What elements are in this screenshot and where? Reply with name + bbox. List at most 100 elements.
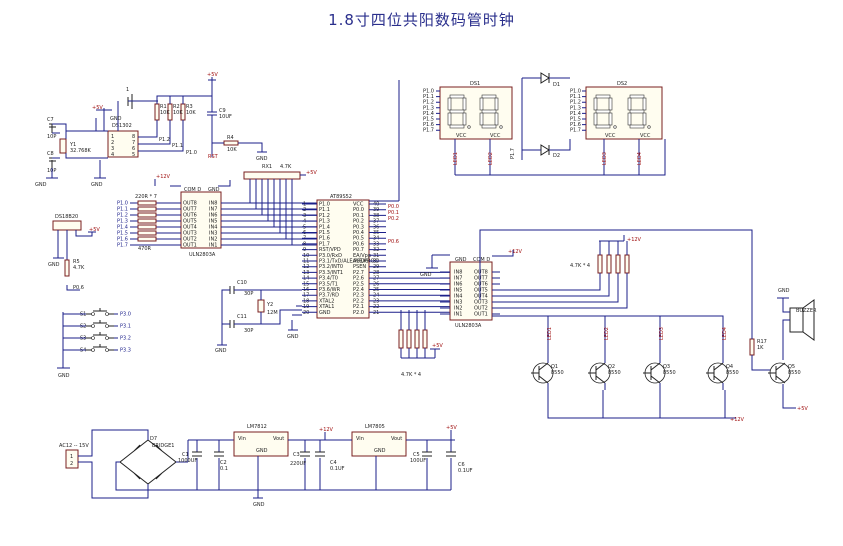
gnd-label: GND [35,182,47,188]
uln1-label: ULN2803A [189,252,216,258]
mcu-pin-right-12: PSEN [353,264,366,270]
digit-4 [627,94,651,129]
c10-label: C10 [237,280,247,286]
u2-gnd: GND [374,448,386,454]
net-p06: P0.6 [73,285,84,291]
switch-contact [91,348,95,352]
ds2-pin-2: P1.2 [570,100,581,106]
switch-2-net: P3.1 [120,324,131,330]
gnd-label: GND [110,116,122,122]
uln2-in-3: IN6 [454,282,462,288]
mcu-pin-right-20: P2.0 [353,310,364,316]
y2-label: Y2 [266,302,273,308]
battery-label: 1 [126,87,129,93]
resistor-r10 [137,224,157,230]
c3-value: 220UF [290,461,306,467]
d2-label: D2 [553,153,560,159]
power-12v-label: +12V [730,417,745,423]
switch-contact [91,324,95,328]
transistor-2-value: 8550 [608,370,621,376]
svg-text:4: 4 [111,152,114,158]
r2-value: 10K [173,110,183,116]
ds1302-label: DS1302 [112,123,132,129]
uln1-out-5: OUT4 [183,225,197,231]
mcu-pin-left-13: P3.3/INT1 [319,270,343,276]
uln2-in-6: IN3 [454,300,462,306]
power-5v-label: +5V [306,170,317,176]
uln1-net-4: P1.4 [117,225,128,231]
ds18b20-block: DS18B20 R5 4.7K P0.6 GND +5V [48,214,100,291]
mcu-pin-right-4: P0.2 [353,219,364,225]
uln1-net-1: P1.1 [117,207,128,213]
resistor-r17 [749,338,755,356]
mcu-pin-left-7: P1.6 [319,236,330,242]
resistor-bottom-2 [406,329,412,349]
d1-label: D1 [553,82,560,88]
uln1-chip [180,191,222,249]
uln1-resistor-label: 220R * 7 [135,194,157,200]
mcu-pin-right-13: P2.7 [353,270,364,276]
mcu-pin-left-10: P3.0/RxD [319,253,342,259]
r1-label: R1 [160,104,167,110]
uln1-in-3: IN6 [209,213,217,219]
resistor-r9 [137,218,157,224]
resistor-top-2 [606,254,612,274]
mcu-pin-right-10: EA/Vpp [353,253,371,259]
c1-label: C1 [182,452,189,458]
uln1-out-3: OUT6 [183,213,197,219]
uln2-in-8: IN1 [454,312,462,318]
ds2-pin-6: P1.6 [570,122,581,128]
uln2-chip [449,261,493,321]
mcu-pin-right-9: P0.7 [353,247,364,253]
resistor-r5 [64,259,70,277]
r2-label: R2 [173,104,180,110]
power-supply: 12 AC12 -- 15V D7 BRIDGE1 Vin Vout GND L… [59,424,473,508]
regulator-lm7805 [351,431,407,457]
switch-contact [105,348,109,352]
y2-value: 12M [267,310,278,316]
uln1-net-7: P1.7 [117,243,128,249]
resistor-r7 [137,206,157,212]
uln1-in-7: IN2 [209,237,217,243]
uln1-in-4: IN5 [209,219,217,225]
r17-value: 1K [757,345,764,351]
mcu-pin-right-6: P0.4 [353,230,364,236]
power-5v-label: +5V [797,406,808,412]
c11-value: 30P [244,328,253,334]
mcu-pin-right-7: P0.5 [353,236,364,242]
svg-text:2: 2 [111,140,114,146]
ac-connector [65,449,79,469]
rx1-network: RX1 4.7K +5V [243,164,317,245]
ds1-pin-6: P1.6 [423,122,434,128]
gnd-label: GND [256,156,268,162]
gnd-label: GND [215,348,227,354]
mcu-crystal: C10 30P C11 30P Y2 12M GND [215,280,302,354]
mcu-pin-right-11: ALE/PROG [353,259,378,265]
digit-1-net: LED1 [453,152,459,165]
uln2-out-3: OUT6 [474,282,488,288]
uln2-in-4: IN5 [454,288,462,294]
uln2-in-2: IN7 [454,276,462,282]
ds2-pin-3: P1.3 [570,105,581,111]
mcu-pin-right-18: P2.2 [353,298,364,304]
mcu-pin-left-8: P1.7 [319,241,330,247]
transistor-1-value: 8550 [551,370,564,376]
gnd-label: GND [287,334,299,340]
crystal-y2 [257,299,265,313]
c9-label: C9 [219,108,226,114]
power-12v-label: +12V [156,174,171,180]
r1-value: 10K [160,110,170,116]
svg-text:5: 5 [132,152,135,158]
svg-text:7: 7 [132,140,135,146]
ds2-label: DS2 [617,81,627,87]
power-5v-label: +5V [89,227,100,233]
ds1-pin-3: P1.3 [423,105,434,111]
